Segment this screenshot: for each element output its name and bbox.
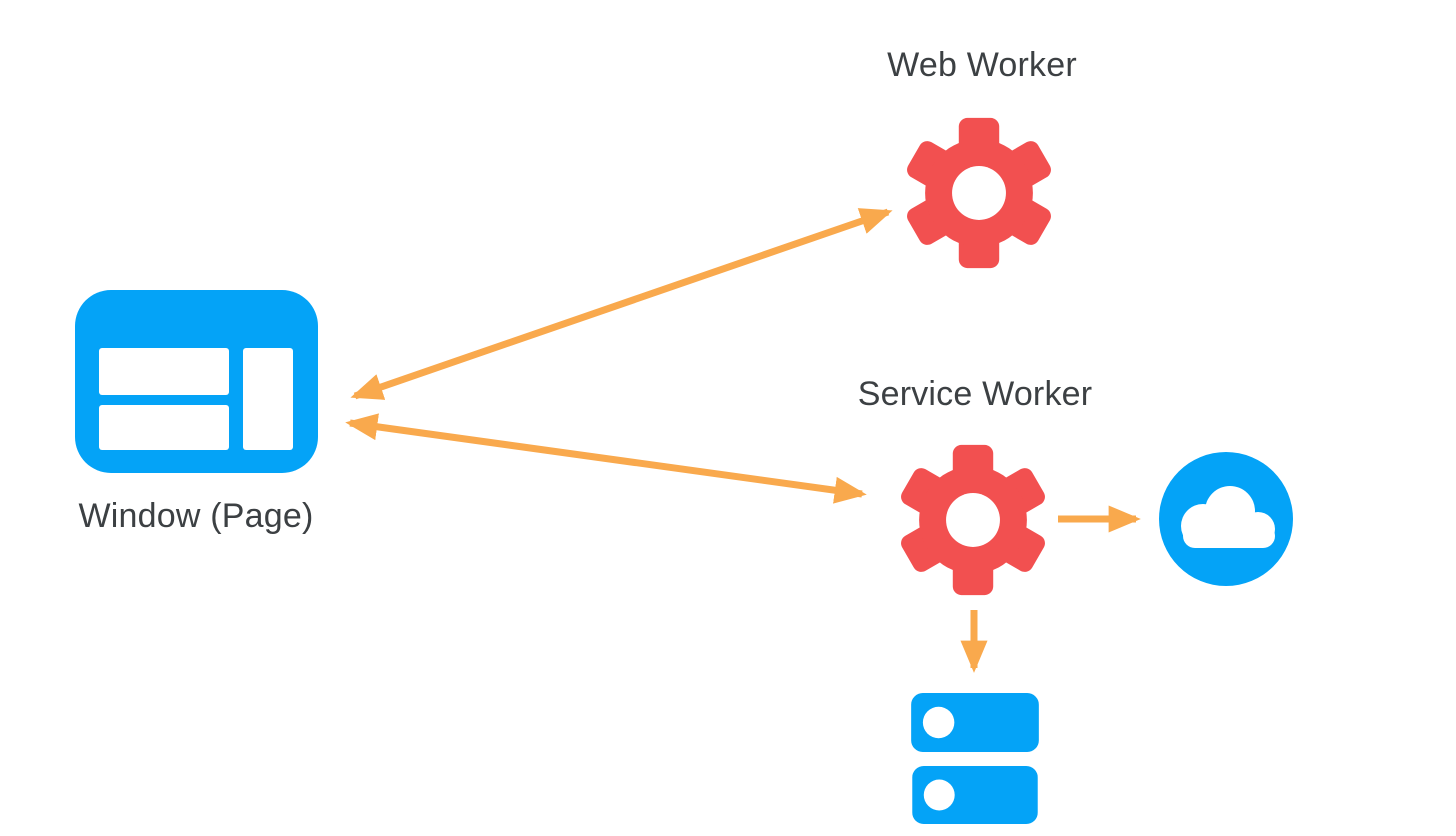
database-icon xyxy=(910,693,1040,752)
cloud-icon xyxy=(1159,452,1293,586)
arrow-window-serviceworker xyxy=(345,413,867,504)
browser-window-icon xyxy=(75,290,318,473)
database-icon xyxy=(910,766,1040,824)
window-page-node xyxy=(75,290,318,473)
storage-node xyxy=(910,693,1040,824)
service-worker-node xyxy=(896,443,1050,597)
arrow-window-webworker xyxy=(350,208,893,400)
gear-icon xyxy=(896,443,1050,597)
service-worker-label: Service Worker xyxy=(857,375,1093,413)
network-cloud-node xyxy=(1159,452,1293,586)
window-page-label: Window (Page) xyxy=(78,497,314,535)
gear-icon xyxy=(902,116,1056,270)
web-worker-node xyxy=(902,116,1056,270)
web-worker-label: Web Worker xyxy=(887,46,1077,84)
